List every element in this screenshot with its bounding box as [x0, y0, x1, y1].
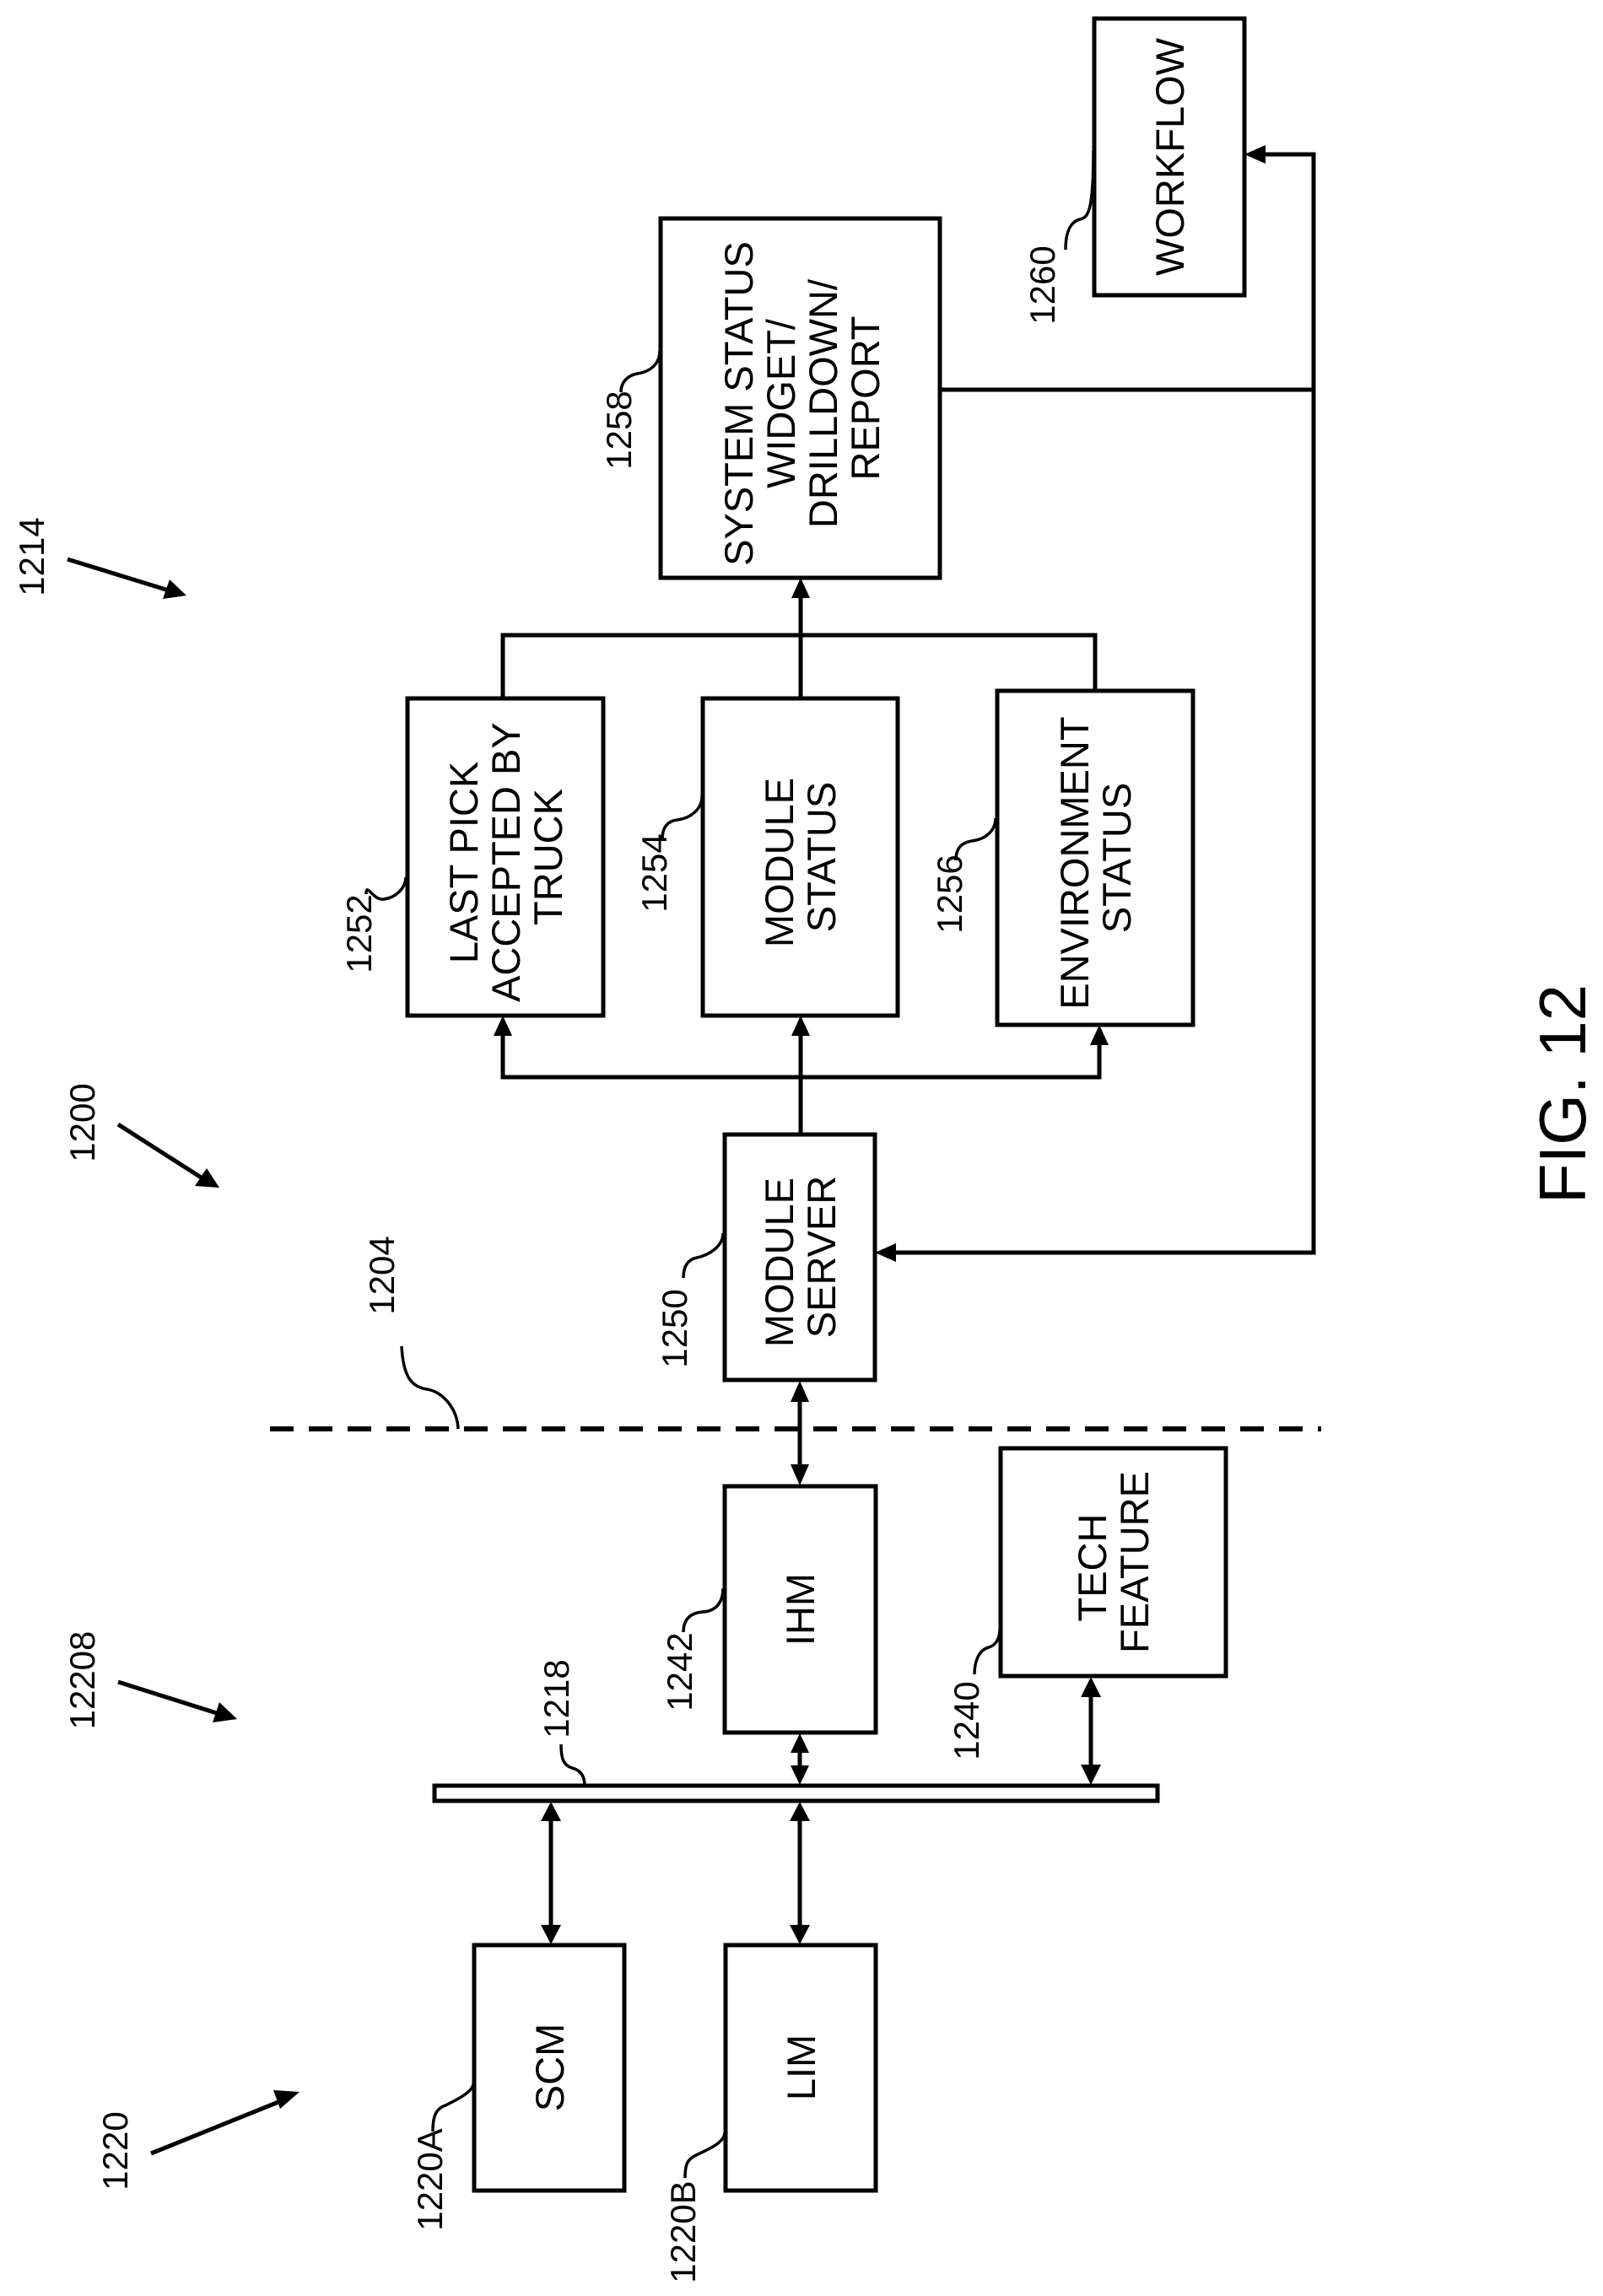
ref-1254: 1254: [634, 833, 674, 912]
system-status-line-1: SYSTEM STATUS: [716, 241, 761, 566]
arrowhead-ihm-up: [791, 1733, 809, 1753]
svg-text:MODULE STATUS: MODULE STATUS: [757, 767, 844, 947]
arrowhead-workflow: [1244, 145, 1266, 164]
last-pick-line-1: LAST PICK: [441, 762, 486, 963]
last-pick-line-2: ACCEPTED BY: [483, 723, 528, 1002]
system-status-line-2: WIDGET/: [758, 318, 803, 488]
module-status-line-1: MODULE: [757, 778, 802, 947]
arrow-1214-head: [163, 579, 186, 599]
leader-1260: [1066, 150, 1093, 250]
arrowhead-bus-from-ihm: [791, 1765, 809, 1785]
ref-1258: 1258: [599, 391, 639, 469]
bus-1218: [434, 1786, 1158, 1801]
ref-1204: 1204: [362, 1236, 402, 1314]
svg-text:MODULE SERVER: MODULE SERVER: [757, 1167, 844, 1347]
system-status-line-3: DRILLDOWN/: [801, 278, 845, 528]
svg-text:SCM: SCM: [527, 2024, 572, 2111]
last-pick-line-3: TRUCK: [526, 789, 570, 925]
environment-status-block: ENVIRONMENT STATUS: [997, 691, 1193, 1025]
leader-1242: [683, 1588, 723, 1632]
arrowhead-module-status: [791, 1016, 810, 1036]
environment-status-line-1: ENVIRONMENT: [1052, 717, 1097, 1010]
arrowhead-last-pick: [494, 1016, 512, 1036]
arrowhead-module-server: [875, 1243, 896, 1262]
module-status-block: MODULE STATUS: [703, 698, 898, 1016]
arrowhead-tech-up: [1081, 1677, 1101, 1697]
environment-status-line-2: STATUS: [1094, 783, 1139, 933]
ihm-block: IHM: [725, 1486, 876, 1733]
system-status-block: SYSTEM STATUS WIDGET/ DRILLDOWN/ REPORT: [661, 218, 940, 578]
leader-1256: [956, 818, 996, 860]
ref-1250: 1250: [655, 1289, 694, 1367]
ref-1220: 1220: [95, 2111, 135, 2190]
leader-1240: [974, 1630, 1000, 1674]
ref-1242: 1242: [660, 1632, 699, 1711]
arrow-1200-shaft: [118, 1124, 202, 1178]
svg-text:WORKFLOW: WORKFLOW: [1147, 37, 1192, 276]
ref-1220A: 1220A: [410, 2128, 450, 2230]
ref-12208: 12208: [62, 1631, 102, 1730]
arrowhead-bus-to-scm-up: [541, 1802, 561, 1821]
tech-feature-line-2: FEATURE: [1112, 1471, 1157, 1653]
arrow-1220-head: [273, 2090, 300, 2109]
leader-1204: [402, 1346, 458, 1429]
arrowhead-bus-from-tech: [1081, 1765, 1101, 1785]
leader-1258: [621, 351, 660, 392]
arrow-12208-head: [213, 1702, 237, 1722]
arrowhead-scm-down: [541, 1925, 561, 1944]
ref-1214: 1214: [12, 517, 51, 596]
figure-label: FIG. 12: [1525, 984, 1600, 1204]
ref-1256: 1256: [930, 854, 969, 933]
system-status-line-4: REPORT: [843, 316, 888, 481]
lim-block: LIM: [726, 1945, 876, 2191]
svg-text:LIM: LIM: [779, 2035, 823, 2100]
arrow-12208-shaft: [118, 1682, 219, 1714]
arrowhead-server-up: [791, 1381, 809, 1402]
module-server-line-1: MODULE: [757, 1178, 802, 1347]
tech-feature-block: TECH FEATURE: [1001, 1448, 1226, 1676]
arrowhead-bus-to-lim-up: [790, 1802, 810, 1821]
module-server-block: MODULE SERVER: [725, 1135, 875, 1380]
ref-1260: 1260: [1023, 245, 1062, 324]
arrow-1214-shaft: [67, 559, 169, 590]
arrow-1220-shaft: [151, 2100, 283, 2153]
ihm-text: IHM: [778, 1573, 823, 1646]
arrowhead-lim-down: [790, 1925, 810, 1944]
arrowhead-environment-status: [1090, 1025, 1109, 1045]
arrowhead-ihm-down: [791, 1464, 809, 1485]
module-server-line-2: SERVER: [799, 1176, 844, 1338]
ref-1218: 1218: [537, 1659, 576, 1738]
ref-1252: 1252: [339, 894, 379, 973]
leader-1250: [683, 1233, 723, 1278]
tech-feature-line-1: TECH: [1070, 1514, 1115, 1622]
lim-text: LIM: [779, 2035, 823, 2100]
workflow-text: WORKFLOW: [1147, 37, 1192, 276]
module-status-line-2: STATUS: [799, 782, 844, 932]
scm-block: SCM: [474, 1945, 624, 2191]
leader-1220B: [685, 2132, 725, 2178]
scm-text: SCM: [527, 2024, 572, 2111]
ref-1220B: 1220B: [663, 2180, 703, 2283]
last-pick-block: LAST PICK ACCEPTED BY TRUCK: [407, 698, 603, 1016]
leader-1254: [662, 796, 702, 839]
leader-1220A: [433, 2083, 473, 2132]
leader-1218: [561, 1744, 585, 1786]
system-arrows: 1214 1200 12208 1220: [12, 517, 300, 2190]
svg-text:IHM: IHM: [778, 1573, 823, 1646]
ref-1200: 1200: [62, 1083, 102, 1161]
arrowhead-system-status: [791, 578, 810, 598]
workflow-block: WORKFLOW: [1094, 19, 1244, 295]
workflow-feed-line: [1265, 154, 1314, 390]
ref-1240: 1240: [947, 1681, 986, 1760]
